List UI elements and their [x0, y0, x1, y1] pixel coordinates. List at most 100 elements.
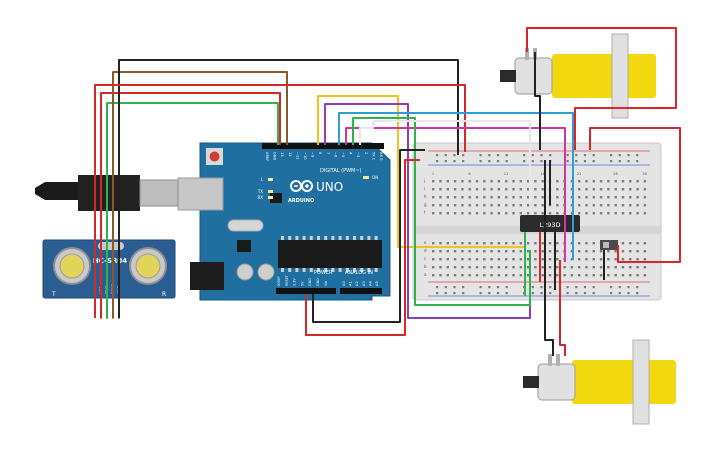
- breadboard-hole: [556, 250, 559, 253]
- rail-hole: [575, 292, 578, 295]
- rail-hole: [462, 292, 465, 295]
- breadboard-hole: [446, 180, 449, 183]
- digital-pin-label: RX 0: [379, 152, 383, 161]
- breadboard-hole: [621, 258, 625, 261]
- arduino-pcb: [199, 142, 391, 301]
- breadboard-hole: [599, 250, 603, 253]
- breadboard-hole: [453, 196, 457, 199]
- chip-pin: [367, 236, 371, 240]
- rail-hole: [592, 292, 595, 295]
- rail-hole: [531, 292, 534, 295]
- breadboard-hole: [548, 258, 552, 261]
- breadboard-hole: [432, 242, 435, 245]
- rail-hole: [592, 286, 595, 289]
- rail-hole: [592, 160, 595, 163]
- breadboard-hole: [446, 250, 449, 253]
- digital-header: [262, 143, 384, 149]
- rail-hole: [523, 154, 526, 157]
- breadboard-hole: [621, 196, 625, 199]
- chip-pin: [353, 268, 356, 272]
- breadboard-hole: [512, 212, 515, 215]
- breadboard-hole: [629, 274, 632, 277]
- breadboard-hole: [541, 250, 544, 253]
- rail-hole: [453, 160, 456, 163]
- breadboard-hole: [512, 180, 515, 183]
- rail-hole: [566, 292, 569, 295]
- breadboard-hole: [512, 204, 515, 207]
- voltage-regulator: [237, 240, 251, 252]
- breadboard-hole: [432, 188, 435, 191]
- rail-hole: [496, 292, 500, 295]
- breadboard-hole: [483, 180, 486, 183]
- crystal-oscillator: [227, 219, 264, 232]
- motor-bottom-can: [537, 363, 576, 401]
- chip-pin: [281, 236, 284, 240]
- breadboard-hole: [432, 212, 435, 215]
- led-tx: [268, 190, 273, 193]
- breadboard-hole: [483, 188, 486, 191]
- breadboard-hole: [439, 180, 442, 183]
- chip-pin: [360, 268, 364, 272]
- breadboard-hole: [636, 188, 639, 191]
- breadboard-hole: [497, 242, 501, 245]
- breadboard-hole: [585, 188, 588, 191]
- sensor-r-mark: R: [162, 291, 166, 298]
- digital-pin-label: ~11: [295, 152, 299, 160]
- breadboard-hole: [453, 204, 457, 207]
- rail-hole: [610, 160, 613, 163]
- breadboard-hole: [607, 250, 610, 253]
- rail-hole: [583, 154, 587, 157]
- breadboard-hole: [614, 196, 617, 199]
- breadboard-hole: [519, 274, 522, 277]
- breadboard-hole: [592, 180, 595, 183]
- breadboard-hole: [446, 196, 449, 199]
- breadboard-hole: [439, 212, 442, 215]
- breadboard-hole: [592, 196, 595, 199]
- rail-hole: [575, 154, 578, 157]
- led-on: [363, 176, 369, 179]
- breadboard-hole: [636, 212, 639, 215]
- breadboard-hole: [534, 180, 537, 183]
- breadboard-hole: [621, 266, 625, 269]
- breadboard-hole: [621, 250, 625, 253]
- rail-hole: [488, 286, 491, 289]
- rail-hole: [583, 292, 587, 295]
- breadboard-hole: [453, 188, 457, 191]
- breadboard-hole: [483, 204, 486, 207]
- breadboard-hole: [439, 250, 442, 253]
- wires: [94, 27, 681, 356]
- breadboard-hole: [570, 258, 574, 261]
- breadboard-hole: [629, 258, 632, 261]
- rail-hole: [566, 160, 569, 163]
- motor-bottom-cap: [523, 376, 539, 388]
- reset-button[interactable]: [209, 151, 220, 162]
- slide-switch[interactable]: [600, 240, 618, 250]
- chip-pin: [353, 236, 356, 240]
- column-label: 16: [540, 172, 545, 176]
- breadboard-hole: [526, 188, 530, 191]
- breadboard-hole: [439, 204, 442, 207]
- row-label: i: [424, 186, 425, 191]
- breadboard-hole: [519, 258, 522, 261]
- rail-hole: [436, 292, 439, 295]
- breadboard-hole: [614, 180, 617, 183]
- wire-pin-white: [359, 120, 531, 205]
- power-pin-label: 3.3V: [293, 278, 297, 286]
- breadboard-hole: [607, 204, 610, 207]
- rail-hole: [479, 154, 482, 157]
- rail-hole: [453, 292, 456, 295]
- switch-lever[interactable]: [603, 242, 609, 248]
- chip-pin: [374, 268, 378, 272]
- row-label: e: [424, 240, 427, 245]
- breadboard-hole: [439, 266, 442, 269]
- power-header: [276, 288, 336, 294]
- wire-sensor-trig: [106, 102, 279, 318]
- breadboard-hole: [592, 266, 595, 269]
- rail-hole: [436, 154, 439, 157]
- rail-hole: [575, 160, 578, 163]
- breadboard-hole: [599, 274, 603, 277]
- digital-pin-label: ~6: [333, 152, 337, 158]
- breadboard-hole: [578, 204, 581, 207]
